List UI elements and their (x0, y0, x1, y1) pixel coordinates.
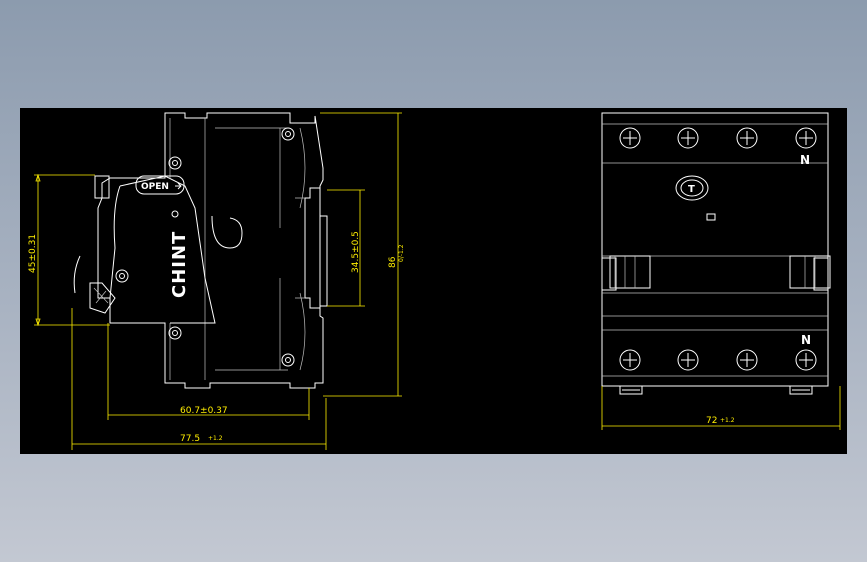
handle-label-plate (135, 175, 185, 195)
dim-60-7: 60.7±0.37 (107, 323, 310, 420)
side-view-body-outline (97, 112, 328, 389)
test-button-label: T (688, 184, 695, 195)
dim-86-tol: 0/-1.2 (398, 244, 405, 262)
cad-drawing-canvas: OPEN CHINT 45±0.31 34.5±0.5 (20, 108, 847, 454)
dim-72-text: 72 (706, 416, 717, 426)
front-view-mounting-feet (619, 386, 813, 395)
bottom-terminal-label-n: N (801, 333, 811, 347)
side-view-rail-hook (295, 127, 306, 371)
side-view-inner-frame (169, 118, 288, 380)
test-button: T (675, 175, 709, 201)
toggle-lever (73, 255, 116, 314)
dim-77-5-text: 77.5 (180, 434, 200, 444)
side-view-front-cover (109, 175, 216, 324)
side-view: OPEN CHINT 45±0.31 34.5±0.5 (28, 112, 405, 450)
bottom-terminal-screws (619, 349, 817, 371)
front-view: N T N 72 +1.2 (601, 112, 841, 430)
dim-45-text: 45±0.31 (28, 234, 38, 273)
front-view-section-lines (602, 123, 828, 377)
side-view-clip (211, 215, 243, 249)
dim-34-5: 34.5±0.5 (327, 189, 365, 307)
brand-logo-text: CHINT (169, 231, 190, 298)
cad-drawing: OPEN CHINT 45±0.31 34.5±0.5 (28, 112, 841, 450)
handle-label: OPEN (141, 182, 169, 192)
side-view-indicator (171, 210, 179, 218)
dim-77-5: 77.5 +1.2 (71, 308, 327, 450)
dim-72-tol: +1.2 (720, 417, 735, 424)
dim-77-5-tol: +1.2 (208, 435, 223, 442)
status-indicator-window (706, 213, 716, 221)
terminal-screw-head (94, 175, 110, 199)
dim-60-7-text: 60.7±0.37 (180, 406, 228, 416)
dim-86-text: 86 (388, 256, 398, 268)
lever-detail (93, 287, 109, 304)
dim-72: 72 +1.2 (601, 386, 841, 430)
arrow-icon (175, 182, 182, 190)
dim-34-5-text: 34.5±0.5 (351, 231, 361, 273)
front-view-body-outline (601, 112, 829, 387)
dim-86: 86 0/-1.2 (320, 112, 405, 397)
side-view-screws (115, 127, 295, 367)
front-view-handle-bar (602, 255, 831, 291)
top-terminal-screws (619, 127, 817, 149)
top-terminal-label-n: N (800, 153, 810, 167)
side-view-din-slot (304, 187, 321, 309)
